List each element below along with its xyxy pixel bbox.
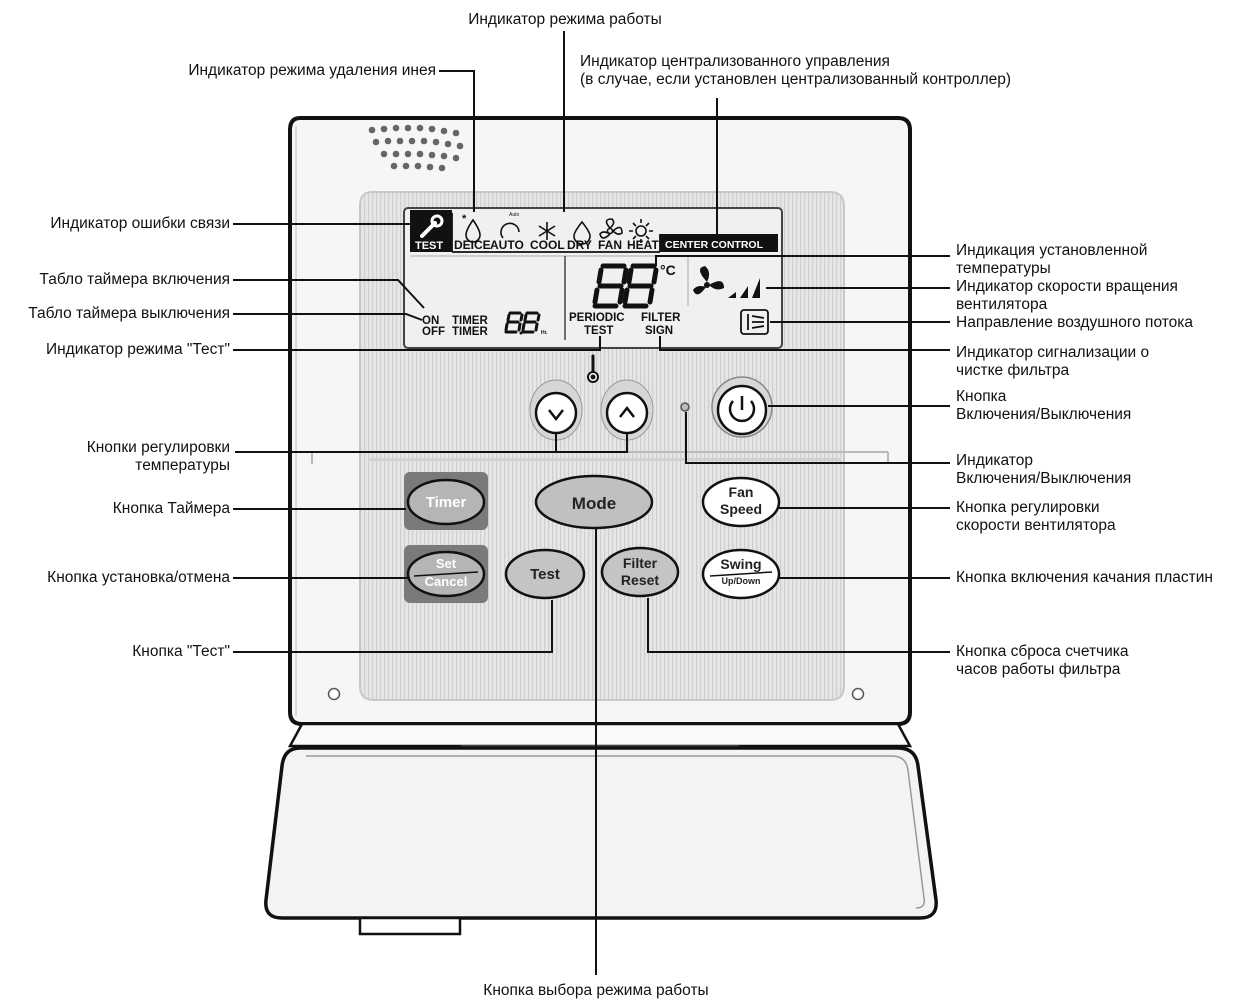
deice-drop-icon: [465, 218, 481, 243]
dry-drop-icon: [573, 220, 591, 245]
lcd-mode-deice: DEICE: [454, 238, 491, 252]
svg-text:*: *: [462, 213, 467, 225]
fan-speed-icon: [693, 266, 760, 298]
label-off-timer-display: Табло таймера выключения: [28, 305, 230, 322]
thermometer-icon: [587, 354, 599, 383]
mode-button[interactable]: Mode: [572, 494, 616, 513]
label-power-button-2: Включения/Выключения: [956, 406, 1132, 423]
mode-button-shape: [534, 474, 654, 530]
label-test-mode-indicator: Индикатор режима "Тест": [45, 341, 230, 358]
wrench-icon: [420, 214, 444, 238]
lcd-mode-heat: HEAT: [627, 238, 659, 252]
timer-digits: [504, 311, 541, 334]
label-central-control-1: Индикатор централизованного управления: [580, 53, 890, 70]
label-filter-reset-1: Кнопка сброса счетчика: [956, 643, 1129, 660]
label-power-button-1: Кнопка: [956, 388, 1007, 405]
label-set-temp-1: Индикация установленной: [956, 242, 1148, 259]
updown-button-label[interactable]: Up/Down: [722, 576, 761, 586]
test-button[interactable]: Test: [530, 566, 560, 583]
label-comm-error: Индикатор ошибки связи: [50, 215, 230, 232]
lcd-off: OFF: [422, 326, 445, 338]
lcd-periodic-test: TEST: [584, 325, 613, 337]
svg-text:Auto: Auto: [509, 212, 520, 218]
label-mode-indicator: Индикатор режима работы: [468, 11, 662, 28]
label-timer-button: Кнопка Таймера: [112, 500, 230, 517]
label-deice-indicator: Индикатор режима удаления инея: [188, 62, 436, 79]
bottom-lid: [264, 746, 938, 920]
label-set-temp-2: температуры: [956, 260, 1051, 277]
label-power-indicator-2: Включения/Выключения: [956, 470, 1132, 487]
label-swing-button: Кнопка включения качания пластин: [956, 569, 1213, 586]
label-fan-speed-indicator-1: Индикатор скорости вращения: [956, 278, 1178, 295]
center-control-block: [660, 234, 778, 252]
speed-button-label[interactable]: Speed: [720, 501, 762, 517]
cool-snowflake-icon: [538, 222, 556, 240]
lcd-filter: FILTER: [641, 312, 681, 324]
lcd-periodic: PERIODIC: [569, 312, 625, 324]
label-fan-speed-button-2: скорости вентилятора: [956, 517, 1116, 534]
set-button-label[interactable]: Set: [436, 556, 457, 571]
lid-top-band: [287, 722, 913, 748]
lcd-hr: Hr.: [541, 330, 548, 336]
label-fan-speed-button-1: Кнопка регулировки: [956, 499, 1100, 516]
label-power-indicator-1: Индикатор: [956, 452, 1033, 469]
lcd-on: ON: [422, 315, 439, 327]
chevron-down-icon: [529, 379, 583, 441]
label-fan-speed-indicator-2: вентилятора: [956, 296, 1048, 313]
label-temp-buttons-1: Кнопки регулировки: [86, 439, 230, 456]
power-icon: [711, 376, 773, 438]
lid-tab: [358, 916, 462, 936]
timer-button[interactable]: Timer: [426, 494, 467, 511]
label-mode-button: Кнопка выбора режима работы: [483, 982, 709, 999]
lcd-test-block: [410, 210, 452, 252]
filter-button-label[interactable]: Filter: [623, 555, 658, 571]
leader-lines: [233, 31, 950, 975]
reset-button-label[interactable]: Reset: [621, 572, 659, 588]
lcd-mode-dry: DRY: [567, 238, 592, 252]
lcd-off-timer: TIMER: [452, 326, 488, 338]
fan-speed-button-shape: [701, 476, 781, 528]
label-central-control-2: (в случае, если установлен централизован…: [580, 71, 1012, 88]
test-button-shape: [504, 548, 586, 600]
lcd-sign: SIGN: [645, 325, 673, 337]
power-led: [680, 402, 690, 412]
lcd-temp-unit: °C: [660, 262, 676, 278]
fan-icon: [599, 218, 623, 239]
lcd-mode-auto: AUTO: [490, 238, 524, 252]
label-filter-sign-2: чистке фильтра: [956, 362, 1070, 379]
label-test-button: Кнопка "Тест": [132, 643, 230, 660]
chevron-up-icon: [600, 379, 654, 441]
speaker-grille: [368, 124, 464, 172]
lcd-center-control: CENTER CONTROL: [665, 239, 764, 251]
fan-button-label[interactable]: Fan: [729, 484, 754, 500]
screw-hole-left: [327, 687, 341, 701]
lcd-test-label: TEST: [415, 240, 443, 252]
cancel-button-label[interactable]: Cancel: [425, 574, 468, 589]
label-on-timer-display: Табло таймера включения: [39, 271, 230, 288]
label-filter-reset-2: часов работы фильтра: [956, 661, 1121, 678]
lcd-mode-cool: COOL: [530, 238, 565, 252]
temperature-digits: [592, 263, 659, 309]
lcd-on-timer: TIMER: [452, 315, 488, 327]
heat-sun-icon: [629, 219, 653, 243]
label-filter-sign-1: Индикатор сигнализации о: [956, 344, 1150, 361]
swing-button-label[interactable]: Swing: [720, 556, 761, 572]
lcd-mode-fan: FAN: [598, 238, 622, 252]
airflow-icon: [740, 309, 769, 335]
label-temp-buttons-2: температуры: [135, 457, 230, 474]
auto-icon: [500, 222, 520, 239]
filter-reset-button-shape: [600, 546, 680, 598]
label-airflow: Направление воздушного потока: [956, 314, 1194, 331]
label-set-cancel-button: Кнопка установка/отмена: [47, 569, 230, 586]
screw-hole-right: [851, 687, 865, 701]
